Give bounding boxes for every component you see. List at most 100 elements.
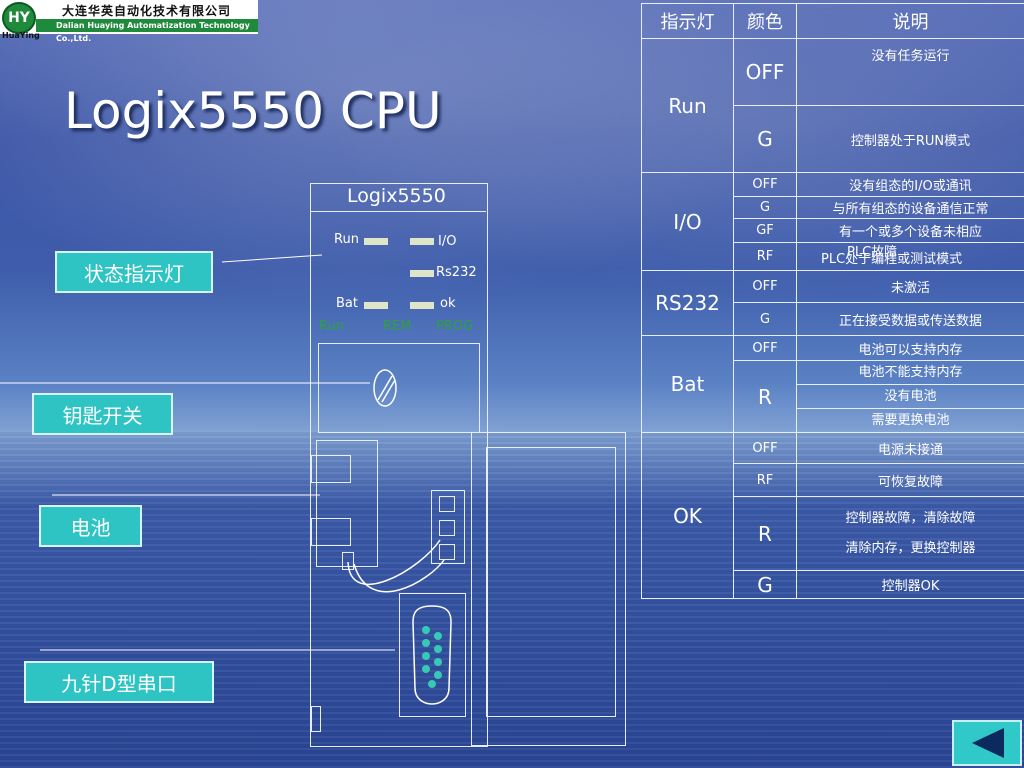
description-cell: 电源未接通 [796,432,1024,464]
battery-connector [342,552,354,570]
battery-cable-icon [347,539,445,593]
battery-header-block [431,490,465,564]
color-cell: OFF [733,335,797,361]
table-row: OK OFF 电源未接通 [641,432,1024,599]
header-pin-2 [439,520,455,536]
callout-key-switch: 钥匙开关 [32,393,173,435]
description-cell: 与所有组态的设备通信正常 [796,196,1024,219]
color-cell: OFF [733,270,797,303]
battery-cell-upper [311,455,351,483]
back-arrow-icon [972,728,1004,758]
description-cell: PLC故障 PLC处于编程或测试模式 [796,242,1024,271]
color-cell: G [733,105,797,173]
color-cell: RF [733,463,797,497]
table-row: I/O OFF 没有组态的I/O或通讯 [641,172,1024,271]
description-cell: 有一个或多个设备未相应 [796,218,1024,243]
company-logo-icon: HY [2,2,36,34]
right-housing [471,432,626,746]
table-row: RS232 OFF 未激活 [641,270,1024,336]
table-row: G 正在接受数据或传送数据 [642,302,1024,336]
led-ok-label: ok [440,296,456,311]
led-ok [410,302,434,309]
led-io [410,238,434,245]
description-cell: 控制器处于RUN模式 [796,105,1024,173]
table-row: RF PLC故障 PLC处于编程或测试模式 [642,242,1024,271]
description-cell: 电池可以支持内存 [796,335,1024,361]
header-color: 颜色 [733,3,797,39]
color-cell: G [733,302,797,336]
color-cell: OFF [733,432,797,464]
table-row: R 电池不能支持内存 没有电池 需要更换电池 [642,360,1024,433]
led-rs232-label: Rs232 [436,265,477,280]
description-cell: 控制器OK [796,570,1024,599]
description-line: 电池不能支持内存 [797,362,1024,385]
description-line: 控制器故障，清除故障 [845,510,976,526]
company-name-en: Dalian Huaying Automatization Technology… [36,19,258,43]
led-run [364,238,388,245]
callout-battery: 电池 [39,505,142,547]
description-cell: 正在接受数据或传送数据 [796,302,1024,336]
callout-db9-port: 九针D型串口 [24,661,214,703]
mode-prog-label: PROG [436,319,474,334]
description-text: PLC处于编程或测试模式 [821,252,963,267]
color-cell: R [733,360,797,433]
panel-foot-notch [311,706,321,732]
cpu-model-label: Logix5550 [347,185,446,207]
description-line: 需要更换电池 [871,413,950,428]
description-line: 没有电池 [797,385,1024,409]
indicator-rs232: RS232 [641,270,734,336]
color-cell: R [733,496,797,571]
header-pin-1 [439,496,455,512]
indicator-bat: Bat [641,335,734,433]
table-row: G 控制器OK [642,570,1024,599]
color-cell: GF [733,218,797,243]
cpu-name-divider [310,211,486,212]
key-switch-box [318,343,480,433]
logo-caption: HuaYing [2,31,40,40]
db9-connector-icon [412,605,452,705]
table-row: RF 可恢复故障 [642,463,1024,497]
led-rs232 [410,270,434,277]
indicator-io: I/O [641,172,734,271]
indicator-run: Run [641,38,734,173]
led-run-label: Run [334,232,359,247]
back-button[interactable] [952,720,1022,766]
description-overlap-text: PLC故障 [847,245,898,260]
mode-rem-label: REM [383,319,412,334]
callout-status-led: 状态指示灯 [55,251,213,293]
description-cell: 控制器故障，清除故障 清除内存，更换控制器 [796,496,1024,571]
color-cell: G [733,570,797,599]
led-bat-label: Bat [336,296,358,311]
key-switch-icon [373,369,397,407]
header-pin-3 [439,544,455,560]
battery-compartment [316,440,378,567]
mode-run-label: Run [319,319,344,334]
right-housing-inner [486,447,616,717]
battery-cell-lower [311,518,351,546]
description-line: 清除内存，更换控制器 [845,540,976,556]
description-cell: 未激活 [796,270,1024,303]
table-header-row: 指示灯 颜色 说明 [641,3,1024,39]
header-indicator: 指示灯 [641,3,734,39]
db9-bracket [399,593,466,717]
header-description: 说明 [796,3,1024,39]
indicator-ok: OK [641,432,734,599]
description-cell: 没有任务运行 [796,38,1024,106]
page-title: Logix5550 CPU [64,82,442,140]
table-row: R 控制器故障，清除故障 清除内存，更换控制器 [642,496,1024,571]
led-bat [364,302,388,309]
color-cell: OFF [733,172,797,197]
company-name-cn: 大连华英自动化技术有限公司 [62,4,232,18]
table-row: Run OFF 没有任务运行 [641,38,1024,173]
description-cell: 可恢复故障 [796,463,1024,497]
color-cell: RF [733,242,797,271]
description-cell: 电池不能支持内存 没有电池 需要更换电池 [796,360,1024,433]
table-row: Bat OFF 电池可以支持内存 [641,335,1024,433]
cpu-housing [310,183,488,747]
color-cell: G [733,196,797,219]
led-io-label: I/O [438,234,457,249]
description-cell: 没有组态的I/O或通讯 [796,172,1024,197]
led-status-table: 指示灯 颜色 说明 Run OFF 没有任务运行 G 控制器处于RUN模式 I/… [641,3,1024,599]
color-cell: OFF [733,38,797,106]
